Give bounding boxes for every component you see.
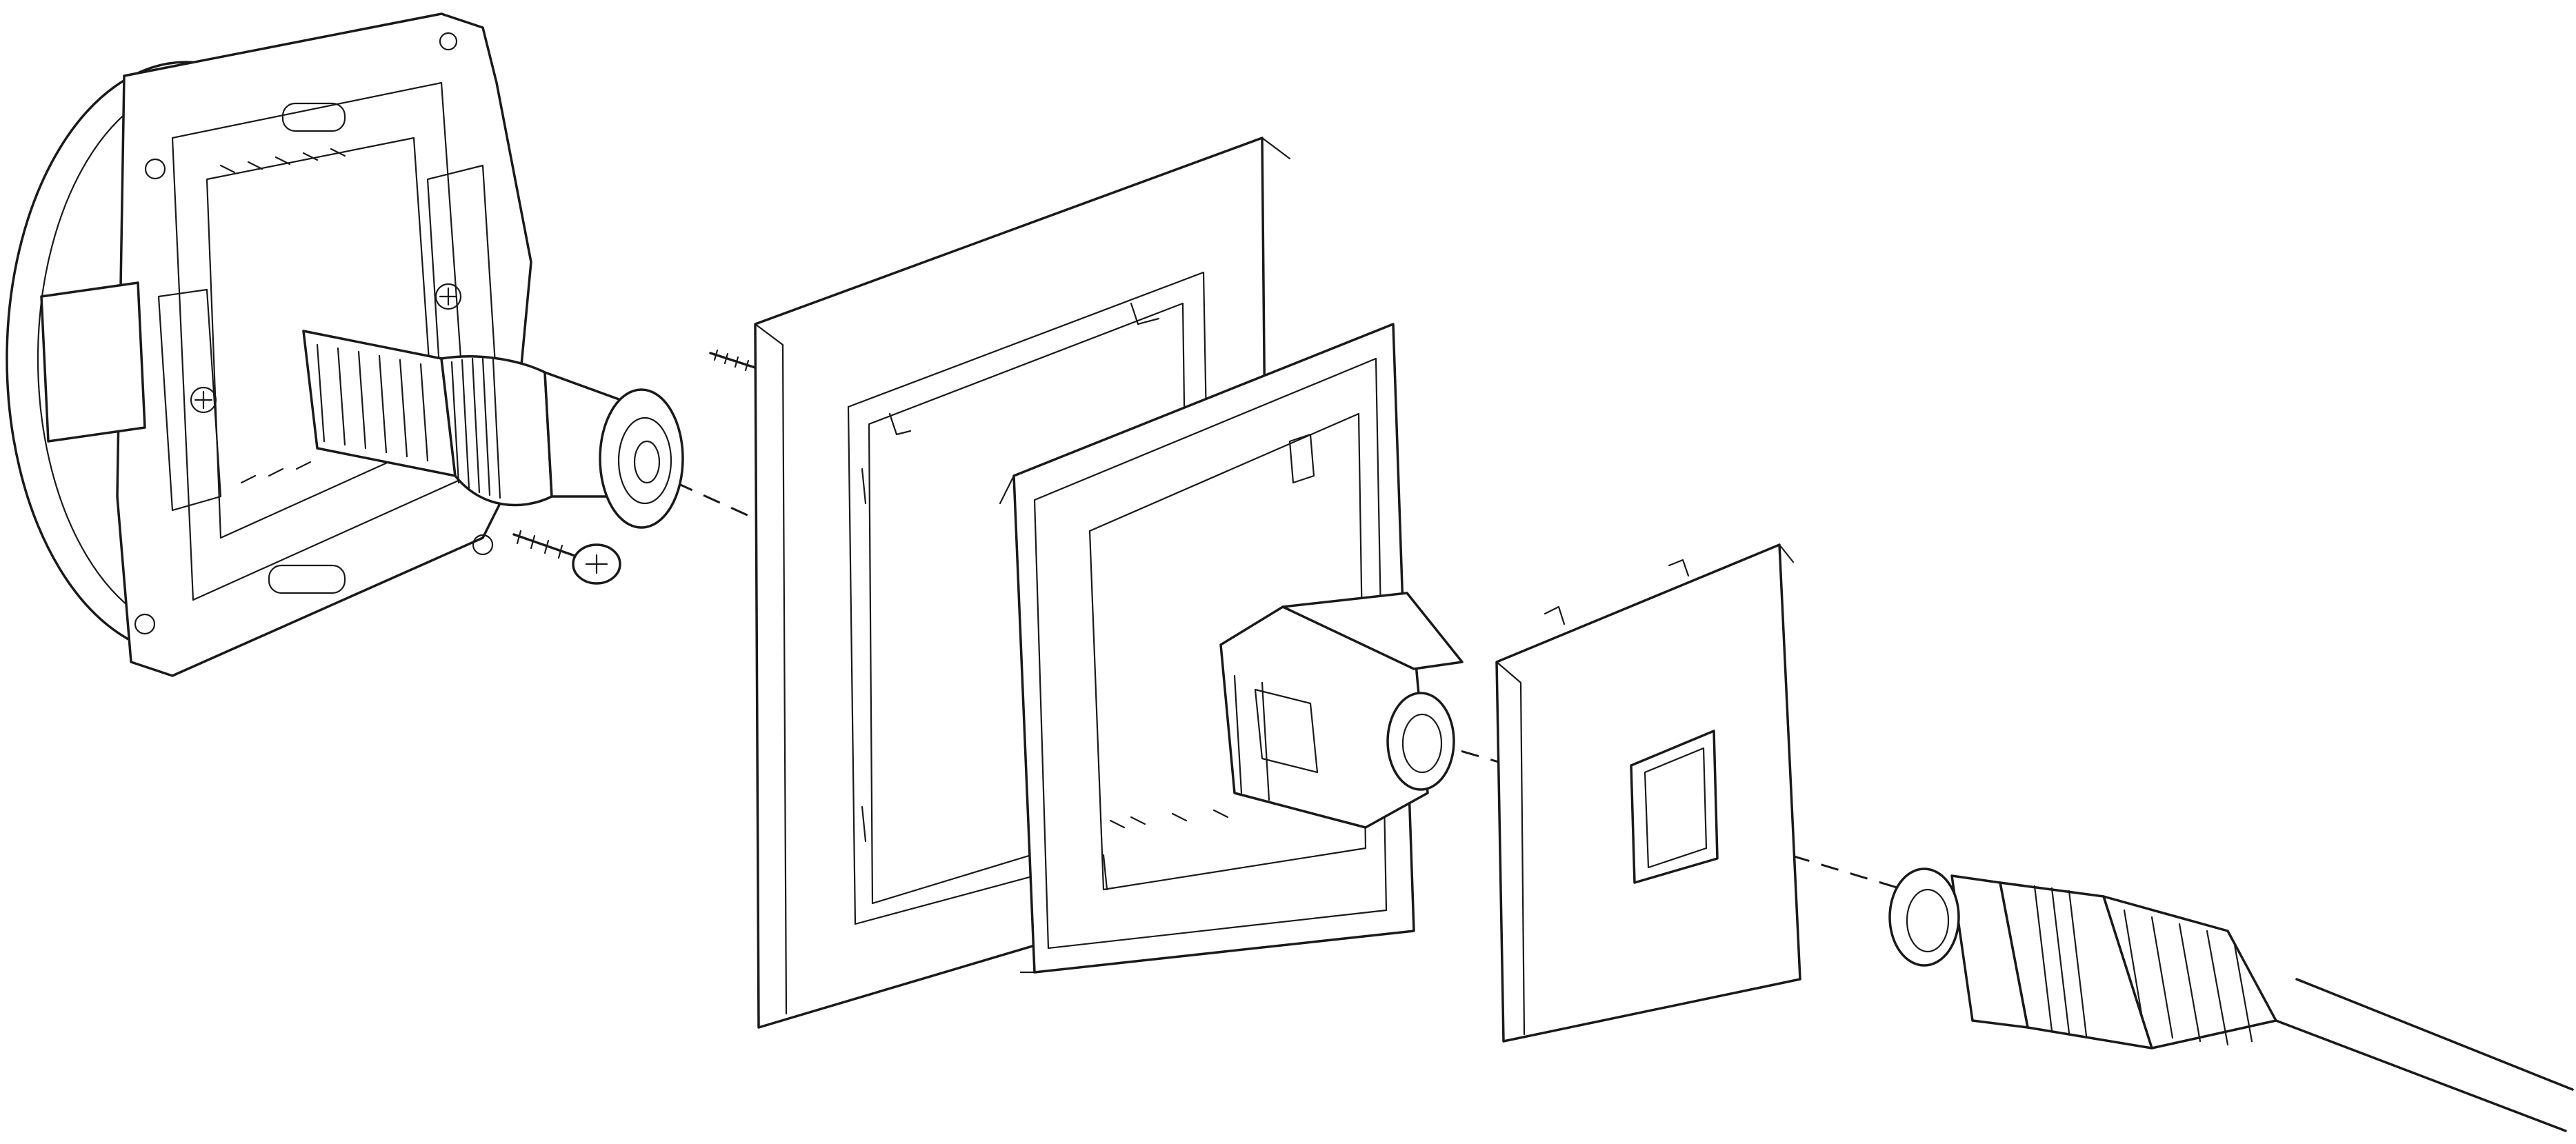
fixing-screw-lower <box>512 530 621 585</box>
mounting-box <box>6 12 532 677</box>
coax-socket-insert <box>302 330 684 529</box>
coax-plug-cable <box>1888 867 2574 1132</box>
cover-plate <box>1495 543 1801 1043</box>
connector-module <box>1219 592 1464 829</box>
